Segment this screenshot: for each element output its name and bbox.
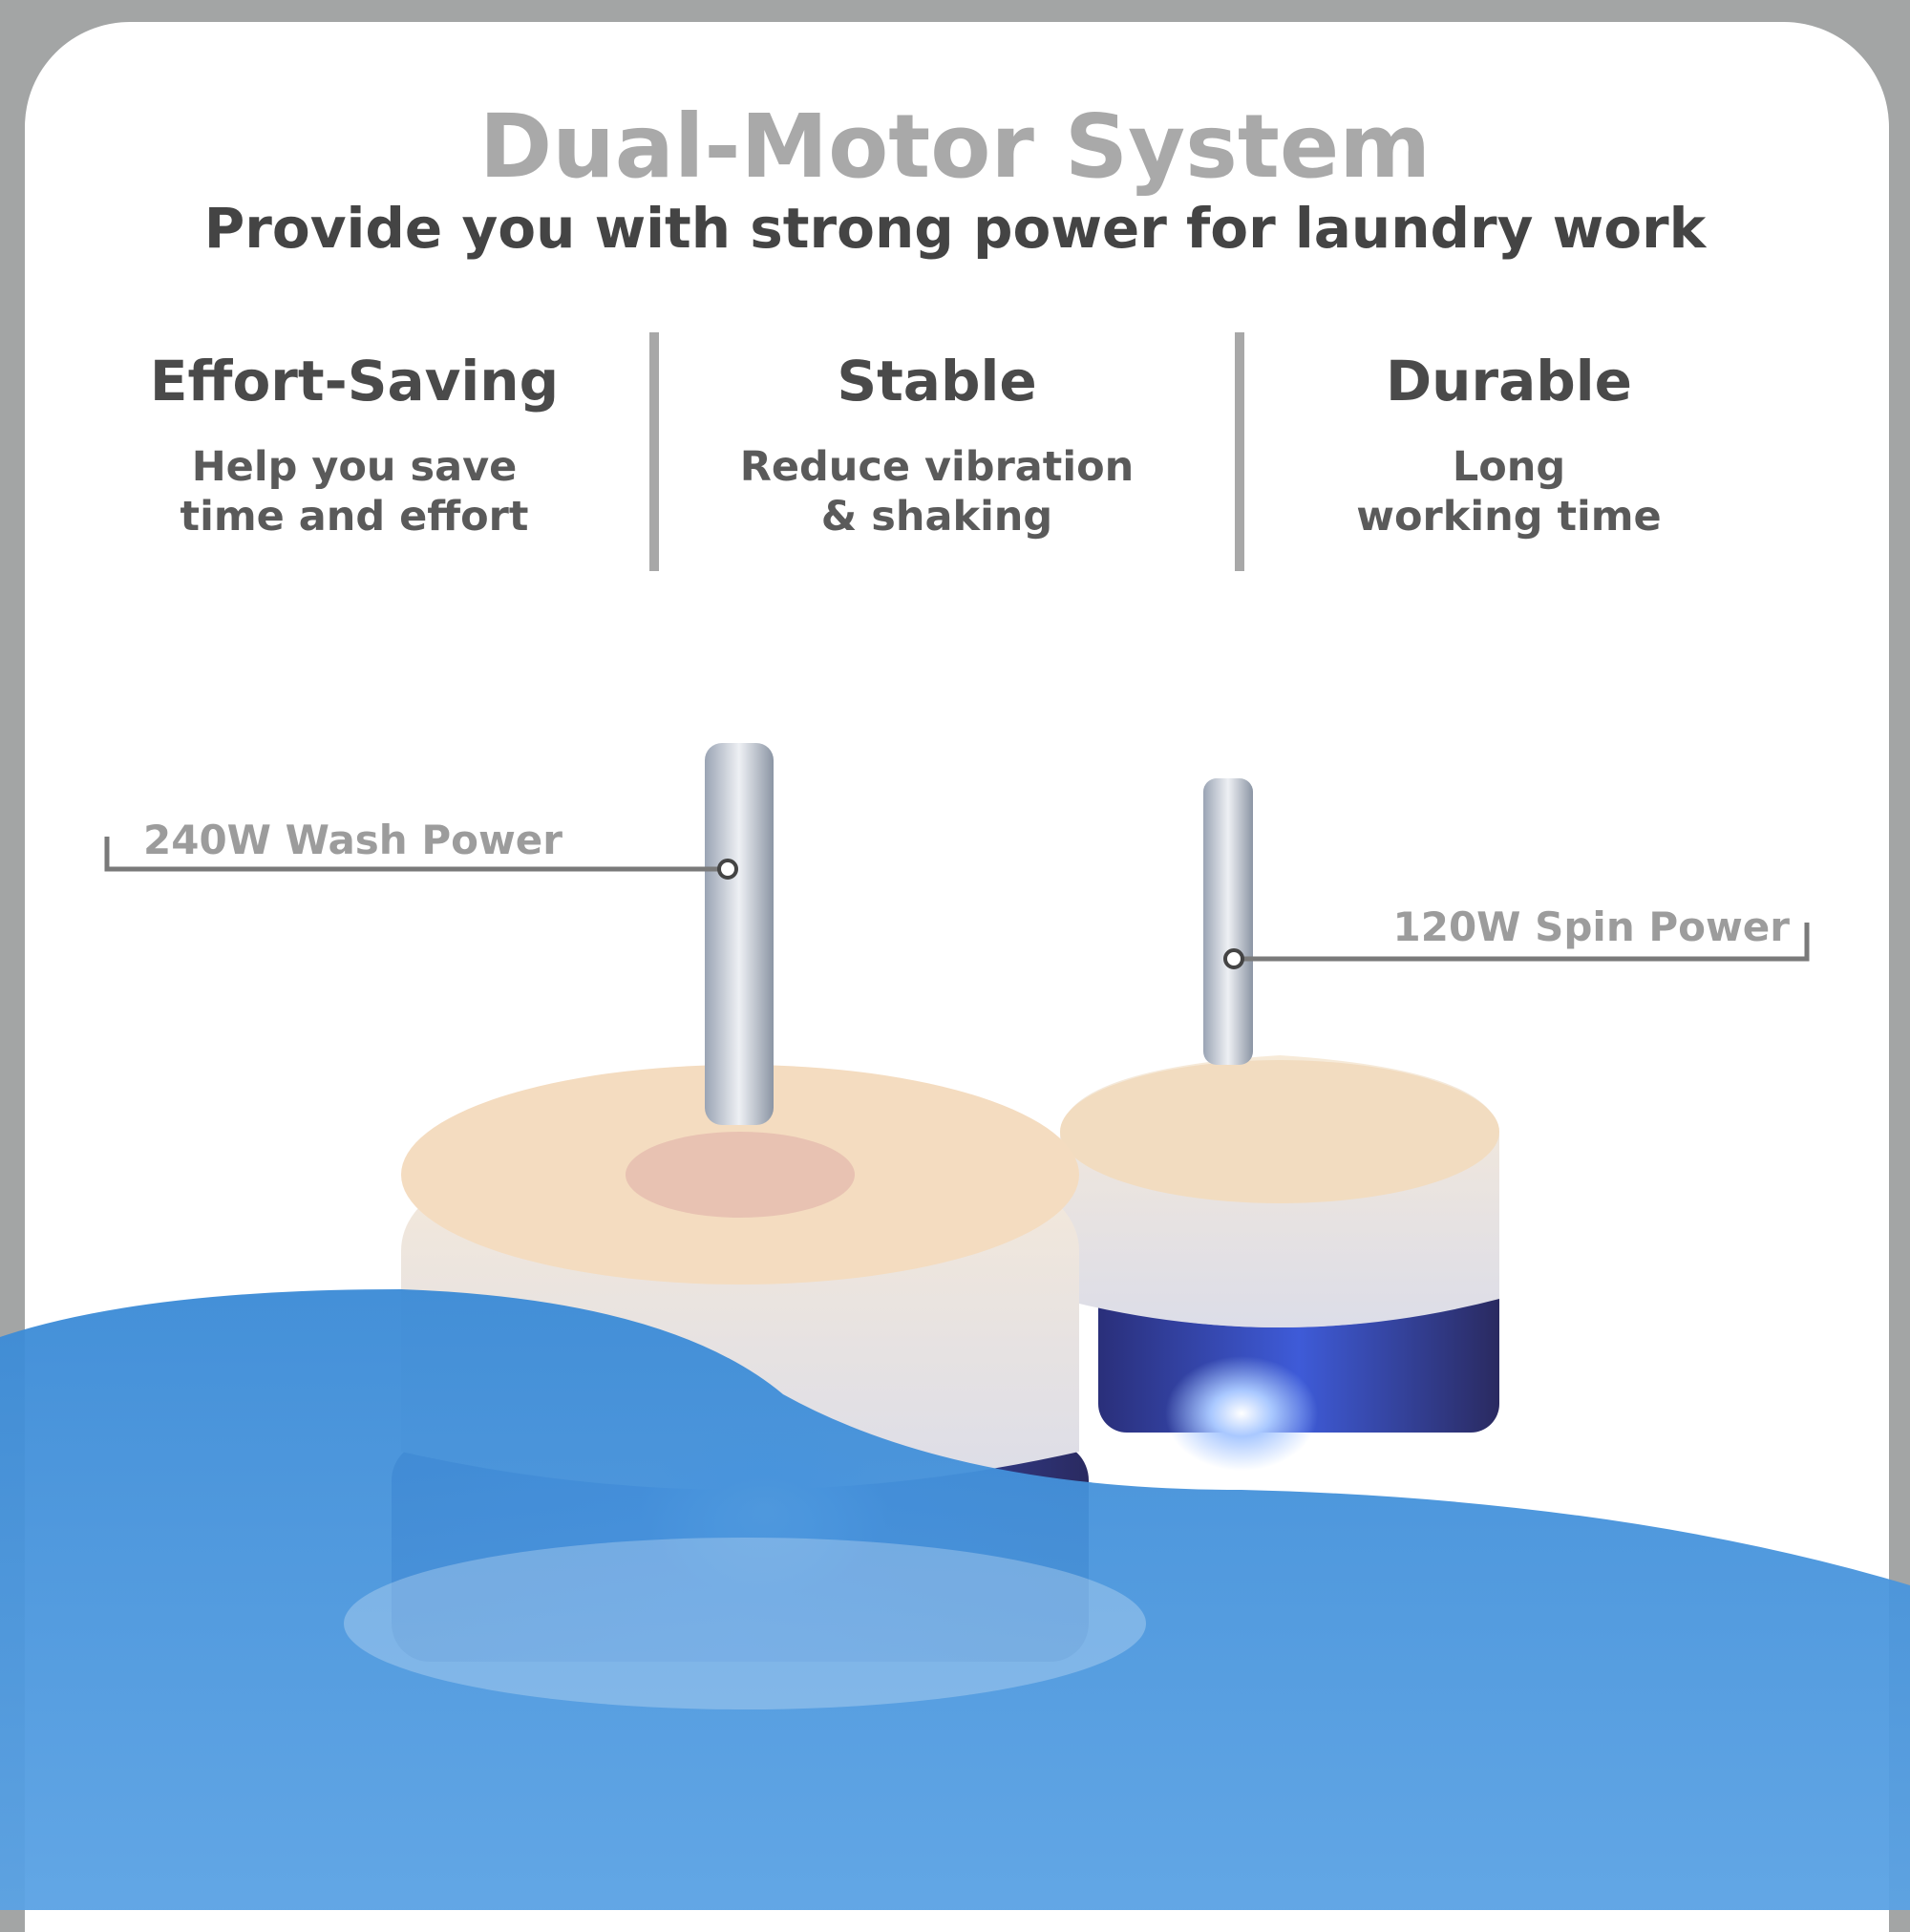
water-wave [0,1289,1910,1910]
feature-title: Stable [837,349,1037,414]
feature-desc-line: Help you save [191,443,518,491]
feature-title: Effort-Saving [149,349,560,414]
feature-title: Durable [1386,349,1632,414]
page-subtitle: Provide you with strong power for laundr… [203,196,1707,261]
spin-motor [1060,778,1499,1471]
feature-desc-line: time and effort [180,493,529,541]
feature-stable: Stable Reduce vibration& shaking [669,349,1204,541]
feature-desc-line: Long [1452,443,1566,491]
wash-callout-line [104,837,738,880]
divider [1235,332,1244,571]
wash-power-label: 240W Wash Power [143,817,562,863]
spin-callout-line [1223,923,1810,969]
spin-power-label: 120W Spin Power [1392,903,1791,950]
divider [649,332,659,571]
feature-desc-line: & shaking [820,493,1053,541]
feature-desc-line: Reduce vibration [739,443,1135,491]
feature-desc-line: working time [1356,493,1662,541]
page-title: Dual-Motor System [478,96,1432,198]
